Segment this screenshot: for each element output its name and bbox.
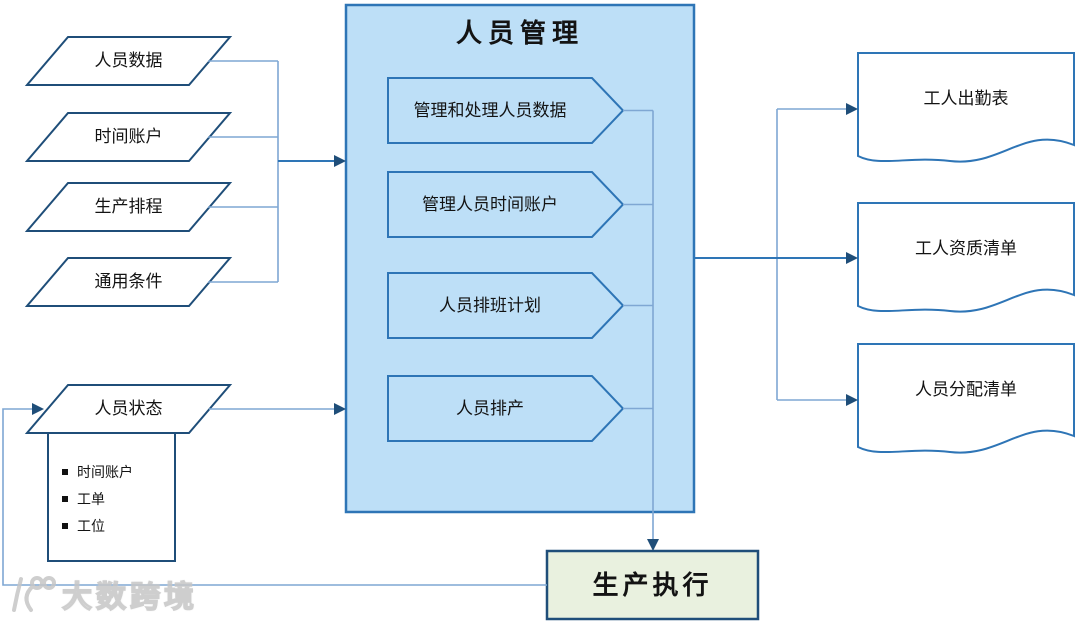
output-document-allocation: [857, 343, 1075, 454]
bullet-square-icon: [62, 523, 68, 529]
status-detail-item: 工单: [62, 489, 172, 509]
connector-lines-dark: [278, 160, 846, 259]
process-label-time-account: 管理人员时间账户: [422, 194, 558, 214]
process-pentagon-manage-data: [387, 77, 625, 144]
status-detail-item: 工位: [62, 516, 172, 536]
output-document-qualification: [857, 202, 1075, 313]
input-parallelogram-personnel-data: [24, 36, 233, 86]
arrowhead-doc2-icon: [846, 252, 858, 264]
status-detail-box: [47, 432, 176, 562]
arrowhead-into-panel-icon: [334, 155, 346, 167]
process-pentagon-scheduling: [387, 375, 625, 442]
arrowhead-status-into-panel-icon: [334, 403, 346, 415]
process-label-manage-data: 管理和处理人员数据: [413, 100, 567, 120]
bullet-square-icon: [62, 496, 68, 502]
input-label-personnel-data: 人员数据: [94, 51, 163, 71]
arrowhead-doc1-icon: [846, 103, 858, 115]
input-label-personnel-status: 人员状态: [94, 399, 163, 419]
arrowhead-execution-icon: [647, 539, 659, 551]
input-label-production-schedule: 生产排程: [94, 197, 163, 217]
arrowhead-doc3-icon: [846, 394, 858, 406]
status-detail-text: 工单: [77, 491, 105, 507]
arrowhead-into-status-icon: [32, 403, 44, 415]
execution-label: 生产执行: [592, 569, 713, 600]
input-parallelogram-general-conditions: [24, 257, 233, 307]
input-parallelogram-time-account: [24, 112, 233, 162]
process-label-scheduling: 人员排产: [456, 398, 524, 418]
connector-feedback-loop: [2, 408, 547, 586]
input-label-general-conditions: 通用条件: [94, 272, 163, 292]
process-pentagon-time-account: [387, 171, 625, 238]
process-label-shift-plan: 人员排班计划: [439, 295, 541, 315]
output-label-qualification: 工人资质清单: [915, 239, 1017, 259]
input-label-time-account: 时间账户: [94, 127, 163, 147]
output-document-attendance: [857, 52, 1075, 163]
panel-title: 人员管理: [455, 17, 584, 48]
status-detail-text: 工位: [77, 518, 105, 534]
output-label-allocation: 人员分配清单: [915, 380, 1017, 400]
bullet-square-icon: [62, 469, 68, 475]
input-parallelogram-personnel-status: [24, 384, 233, 434]
process-pentagon-shift-plan: [387, 272, 625, 339]
status-detail-text: 时间账户: [77, 464, 133, 480]
status-detail-list: 时间账户 工单 工位: [62, 462, 172, 536]
input-parallelogram-production-schedule: [24, 182, 233, 232]
status-detail-item: 时间账户: [62, 462, 172, 482]
arrowheads: [32, 103, 858, 551]
connector-lines: [2, 60, 846, 586]
output-label-attendance: 工人出勤表: [923, 89, 1009, 109]
